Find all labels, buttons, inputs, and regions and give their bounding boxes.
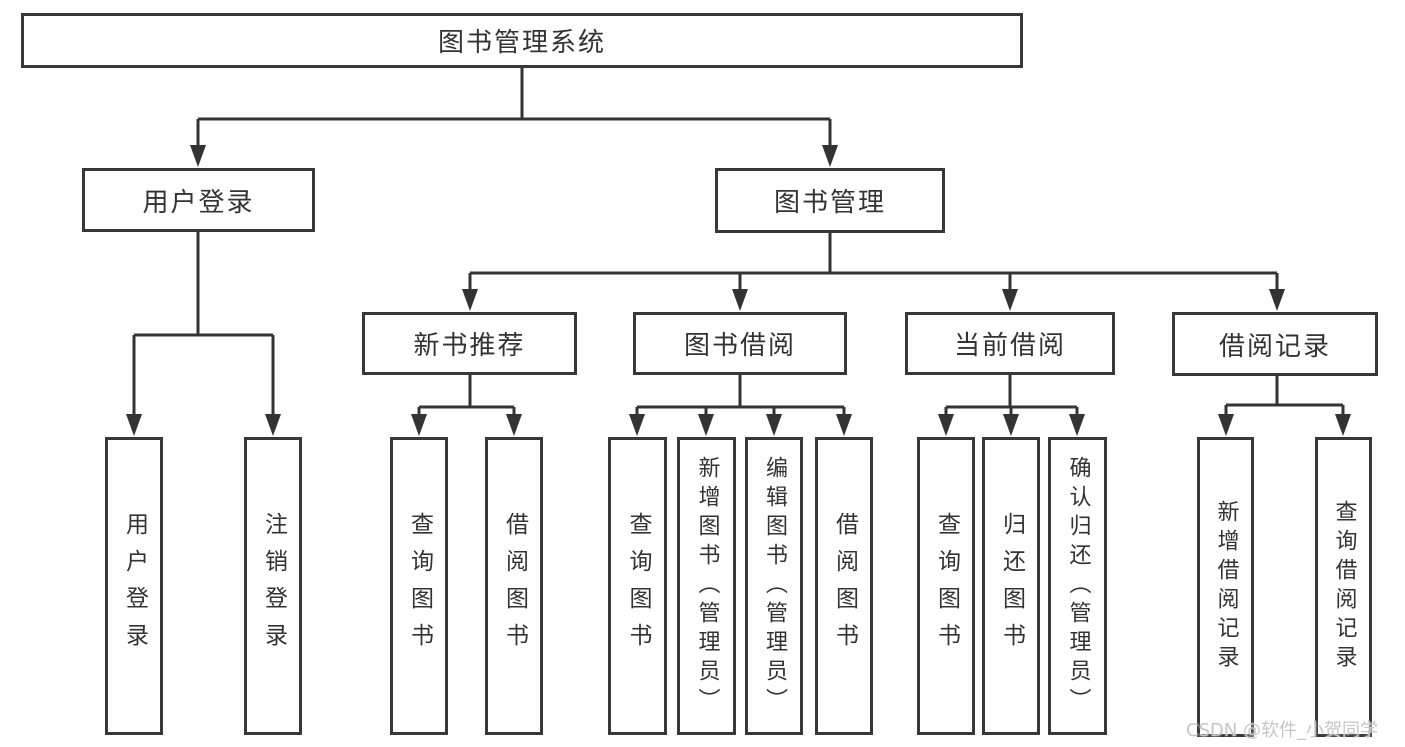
leaf-query-books-borrowing: 查询图书 [608, 437, 667, 735]
node-book-management: 图书管理 [715, 168, 945, 233]
node-new-book-recommend: 新书推荐 [362, 312, 577, 375]
leaf-return-book: 归还图书 [982, 437, 1040, 735]
leaf-add-book-admin: 新增图书（管理员） [677, 437, 736, 735]
leaf-logout: 注销登录 [244, 437, 302, 735]
leaf-add-borrow-record: 新增借阅记录 [1197, 437, 1254, 737]
node-book-borrowing: 图书借阅 [633, 312, 847, 375]
csdn-watermark: CSDN @软件_小贺同学 [1186, 720, 1379, 741]
leaf-edit-book-admin: 编辑图书（管理员） [745, 437, 803, 735]
leaf-query-books-current: 查询图书 [917, 437, 975, 735]
node-root: 图书管理系统 [21, 13, 1023, 68]
leaf-query-books-recommend: 查询图书 [390, 437, 448, 735]
leaf-borrow-books-recommend: 借阅图书 [485, 437, 543, 735]
leaf-query-borrow-record: 查询借阅记录 [1315, 437, 1372, 737]
leaf-user-login: 用户登录 [105, 437, 163, 735]
node-borrow-records: 借阅记录 [1172, 312, 1378, 376]
leaf-borrow-books-borrowing: 借阅图书 [815, 437, 873, 735]
leaf-confirm-return-admin: 确认归还（管理员） [1048, 437, 1107, 735]
node-current-borrowing: 当前借阅 [905, 312, 1115, 375]
node-user-login: 用户登录 [82, 168, 315, 232]
